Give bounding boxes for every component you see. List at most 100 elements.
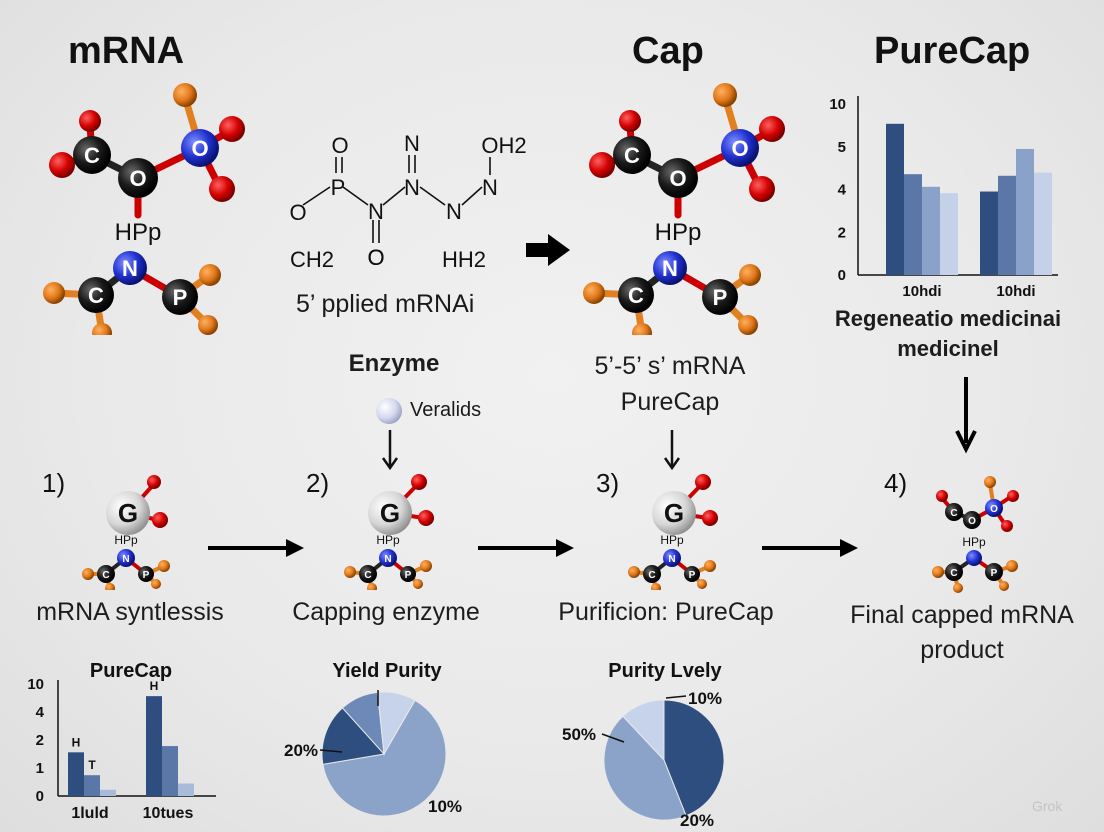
- pie1-title: Yield Purity: [332, 660, 442, 682]
- bar: [1034, 172, 1052, 275]
- bar-label: H: [72, 735, 81, 749]
- x-tick-label: 10tues: [143, 805, 194, 822]
- pie-purity-lvely: 10% 20% 50%: [562, 689, 725, 830]
- bar: [904, 174, 922, 275]
- pie-slice: [622, 699, 665, 762]
- structure-caption: 5’ pplied mRNAі: [296, 290, 475, 318]
- svg-text:G: G: [664, 498, 684, 528]
- watermark: Grok: [1032, 798, 1063, 814]
- pie-label: 50%: [562, 725, 596, 744]
- bar: [1016, 149, 1034, 275]
- step3-molecule: G HPp N C P: [628, 474, 718, 590]
- svg-text:O: O: [367, 245, 384, 270]
- cap-molecule: C O O N C P HPp: [583, 83, 785, 335]
- bar: [998, 175, 1016, 275]
- y-tick-label: 10: [829, 96, 846, 113]
- svg-text:N: N: [404, 131, 420, 156]
- svg-text:P: P: [173, 285, 188, 310]
- step-1-number: 1): [42, 468, 66, 498]
- pie-slice: [321, 707, 385, 765]
- svg-text:C: C: [364, 570, 371, 581]
- arrow-down-icon: [955, 377, 977, 454]
- svg-text:HPp: HPp: [115, 219, 162, 246]
- step-1-label: mRNA syntlessis: [36, 598, 224, 626]
- svg-text:HPp: HPp: [655, 219, 702, 246]
- bar-label: T: [88, 758, 96, 772]
- pie2-title: Purity Lvely: [608, 660, 722, 682]
- y-tick-label: 2: [838, 224, 846, 241]
- mrna-molecule: C O O N C P HPp: [43, 83, 245, 335]
- cap-caption-line2: PureCap: [620, 388, 720, 416]
- pie-slice: [663, 699, 725, 817]
- structural-formula: O P N O N O N OH2 N N CH2 O HH2: [289, 131, 526, 272]
- svg-text:P: P: [331, 175, 346, 200]
- svg-text:O: O: [367, 245, 384, 270]
- svg-text:O: O: [129, 166, 146, 191]
- bar: [886, 123, 904, 275]
- x-tick-label: 10hdi: [996, 283, 1035, 300]
- svg-text:HPp: HPp: [376, 533, 400, 547]
- svg-text:HH2: HH2: [442, 247, 486, 272]
- svg-text:O: O: [289, 200, 306, 225]
- svg-text:HPp: HPp: [114, 533, 138, 547]
- bar: [68, 752, 84, 796]
- pie-label: 20%: [284, 741, 318, 760]
- pie-yield-purity: 20% 10%: [284, 690, 462, 817]
- y-tick-label: 4: [36, 704, 45, 721]
- pie-slice: [322, 699, 447, 817]
- pie-label: 10%: [688, 689, 722, 708]
- chart1-caption-line2: medicinel: [897, 336, 999, 361]
- svg-text:CH2: CH2: [290, 247, 334, 272]
- pie-slice: [603, 715, 687, 821]
- svg-text:C: C: [624, 143, 640, 168]
- step2-molecule: G HPp N C P: [344, 474, 434, 590]
- title-cap: Cap: [632, 30, 704, 72]
- svg-text:O: O: [990, 504, 998, 515]
- svg-text:N: N: [384, 554, 391, 565]
- step-4-label: Final capped mRNA product: [850, 601, 1074, 664]
- title-mrna: mRNA: [68, 30, 185, 72]
- svg-text:C: C: [950, 568, 957, 579]
- y-tick-label: 0: [838, 267, 846, 284]
- step-2-number: 2): [306, 468, 330, 498]
- svg-text:G: G: [380, 498, 400, 528]
- y-tick-label: 5: [838, 139, 846, 156]
- svg-text:N: N: [122, 256, 138, 281]
- svg-text:N: N: [404, 175, 420, 200]
- arrow-right-icon: [478, 539, 574, 557]
- arrow-right-icon: [208, 539, 304, 557]
- bar: [84, 775, 100, 796]
- arrow-down-icon: [663, 430, 681, 471]
- arrow-down-icon: [381, 430, 399, 471]
- x-tick-label: 1luld: [71, 805, 108, 822]
- pie-label: 20%: [680, 811, 714, 830]
- bar: [980, 191, 998, 275]
- svg-text:G: G: [118, 498, 138, 528]
- svg-text:C: C: [648, 570, 655, 581]
- step-2-label: Capping enzyme: [292, 598, 480, 626]
- veralids-sphere-icon: [376, 398, 402, 424]
- bar: [162, 746, 178, 796]
- svg-text:C: C: [88, 283, 104, 308]
- svg-text:C: C: [102, 570, 109, 581]
- step-3-label: Purificion: PureCap: [558, 598, 774, 626]
- y-tick-label: 1: [36, 760, 44, 777]
- svg-text:N: N: [482, 175, 498, 200]
- svg-text:O: O: [669, 166, 686, 191]
- y-tick-label: 10: [27, 676, 44, 693]
- y-tick-label: 2: [36, 732, 44, 749]
- bar: [146, 696, 162, 796]
- svg-text:O: O: [968, 516, 976, 527]
- arrow-right-icon: [526, 234, 570, 266]
- step4-molecule: C O O C P HPp: [932, 476, 1019, 593]
- veralids-label: Veralids: [410, 399, 482, 421]
- title-purecap: PureCap: [874, 30, 1031, 72]
- enzyme-title: Enzyme: [348, 350, 440, 377]
- pie-label: 10%: [428, 797, 462, 816]
- bar: [178, 783, 194, 796]
- svg-text:O: O: [731, 136, 748, 161]
- svg-text:OH2: OH2: [481, 133, 526, 158]
- svg-text:HPp: HPp: [660, 533, 684, 547]
